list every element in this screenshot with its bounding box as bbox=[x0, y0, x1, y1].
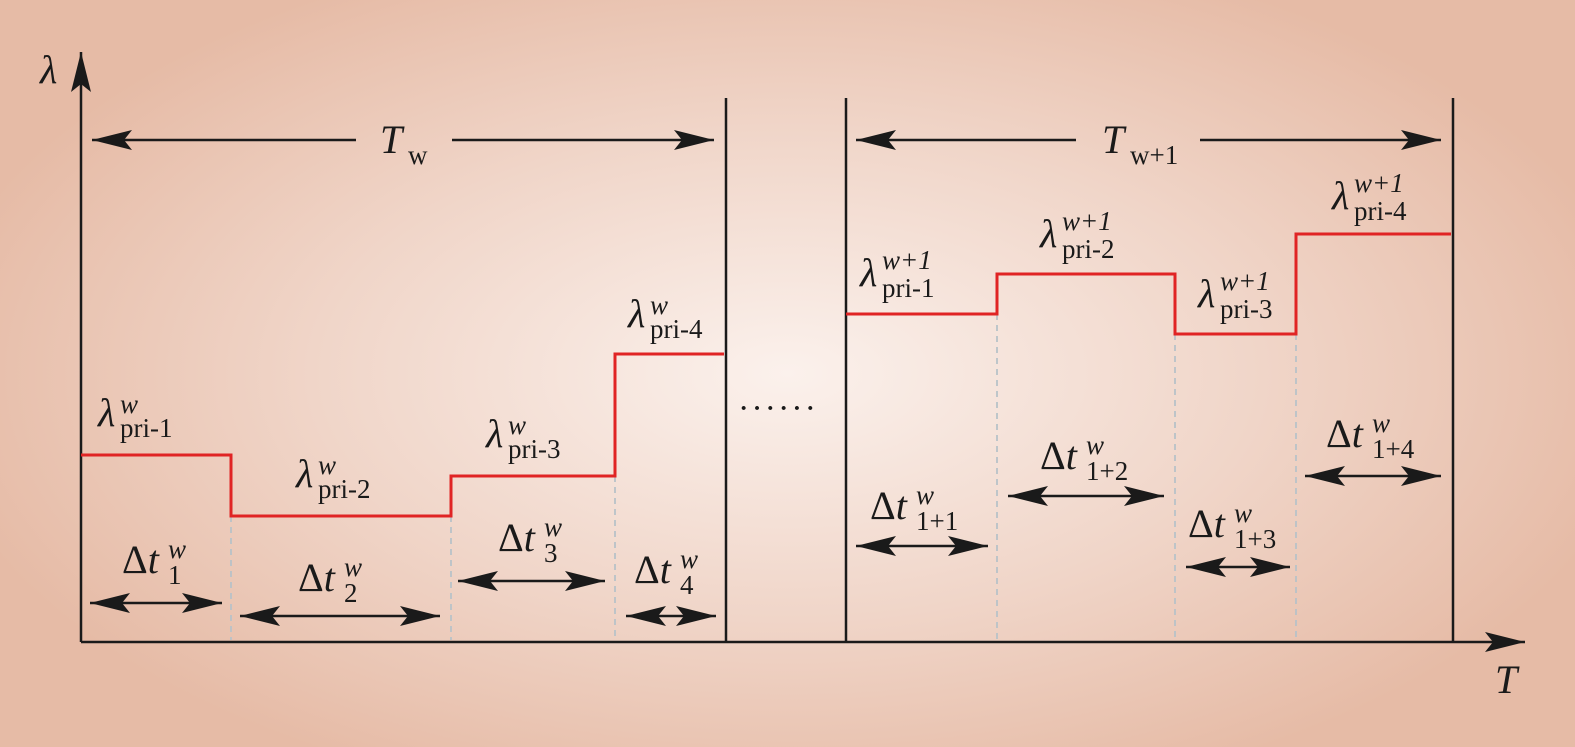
interval-sub: 1 bbox=[168, 560, 182, 590]
lambda-symbol: λ bbox=[296, 451, 314, 496]
interval-sup: w bbox=[544, 512, 563, 542]
interval-sup: w bbox=[680, 544, 699, 574]
level-sub: pri-1 bbox=[120, 413, 173, 443]
lambda-symbol: λ bbox=[1332, 173, 1350, 218]
lambda-symbol: λ bbox=[860, 250, 878, 295]
interval-label-4: Δt w 4 bbox=[634, 546, 698, 599]
interval-sub: 3 bbox=[544, 538, 558, 568]
lambda-symbol: λ bbox=[628, 291, 646, 336]
lambda-symbol: λ bbox=[486, 411, 504, 456]
period-w1-subscript: w+1 bbox=[1130, 140, 1179, 170]
level-sub: pri-3 bbox=[508, 434, 561, 464]
interval-sup: w bbox=[344, 552, 363, 582]
level-sup: w+1 bbox=[1062, 206, 1112, 236]
y-axis-label: λ bbox=[40, 47, 58, 92]
level-sup: w bbox=[508, 410, 527, 440]
interval-sup: w bbox=[1086, 430, 1105, 460]
x-axis-label: T bbox=[1495, 657, 1518, 702]
level-sup: w bbox=[650, 290, 669, 320]
ellipsis: ······ bbox=[738, 390, 818, 427]
interval-label-1+1: Δt w 1+1 bbox=[870, 482, 958, 535]
interval-sup: w bbox=[168, 534, 187, 564]
lambda-symbol: λ bbox=[98, 390, 116, 435]
delta-t-symbol: Δt bbox=[634, 547, 671, 592]
interval-arrows bbox=[90, 466, 1441, 626]
delta-t-symbol: Δt bbox=[122, 537, 159, 582]
interval-label-1: Δt w 1 bbox=[122, 536, 186, 589]
interval-sup: w bbox=[916, 480, 935, 510]
interval-label-2: Δt w 2 bbox=[298, 554, 362, 607]
interval-sup: w bbox=[1234, 498, 1253, 528]
level-sub: pri-2 bbox=[318, 474, 371, 504]
interval-label-1+2: Δt w 1+2 bbox=[1040, 432, 1128, 485]
interval-sub: 4 bbox=[680, 570, 694, 600]
step-line-period-w bbox=[81, 352, 724, 518]
step-line-period-w1 bbox=[846, 232, 1451, 336]
delta-t-symbol: Δt bbox=[1326, 411, 1363, 456]
level-sub: pri-1 bbox=[882, 273, 935, 303]
delta-t-symbol: Δt bbox=[498, 515, 535, 560]
level-sub: pri-4 bbox=[650, 314, 703, 344]
interval-label-1+3: Δt w 1+3 bbox=[1188, 500, 1276, 553]
period-w-subscript: w bbox=[408, 140, 428, 170]
level-sup: w bbox=[120, 389, 139, 419]
lambda-symbol: λ bbox=[1040, 211, 1058, 256]
interval-sub: 1+3 bbox=[1234, 524, 1277, 554]
level-sub: pri-4 bbox=[1354, 196, 1407, 226]
level-sup: w+1 bbox=[1220, 266, 1270, 296]
level-sub: pri-2 bbox=[1062, 234, 1115, 264]
level-sup: w+1 bbox=[1354, 168, 1404, 198]
interval-sub: 2 bbox=[344, 578, 358, 608]
interval-label-1+4: Δt w 1+4 bbox=[1326, 410, 1414, 463]
level-sup: w bbox=[318, 450, 337, 480]
level-sub: pri-3 bbox=[1220, 294, 1273, 324]
delta-t-symbol: Δt bbox=[1040, 433, 1077, 478]
interval-sup: w bbox=[1372, 408, 1391, 438]
interval-sub: 1+1 bbox=[916, 506, 959, 536]
delta-t-symbol: Δt bbox=[870, 483, 907, 528]
delta-t-symbol: Δt bbox=[1188, 501, 1225, 546]
interval-sub: 1+4 bbox=[1372, 434, 1415, 464]
interval-sub: 1+2 bbox=[1086, 456, 1129, 486]
lambda-symbol: λ bbox=[1198, 271, 1216, 316]
level-sup: w+1 bbox=[882, 245, 932, 275]
period-w-symbol: T bbox=[380, 117, 403, 162]
period-w1-symbol: T bbox=[1102, 117, 1125, 162]
interval-label-3: Δt w 3 bbox=[498, 514, 562, 567]
dashed-guides bbox=[230, 314, 1297, 640]
delta-t-symbol: Δt bbox=[298, 555, 335, 600]
